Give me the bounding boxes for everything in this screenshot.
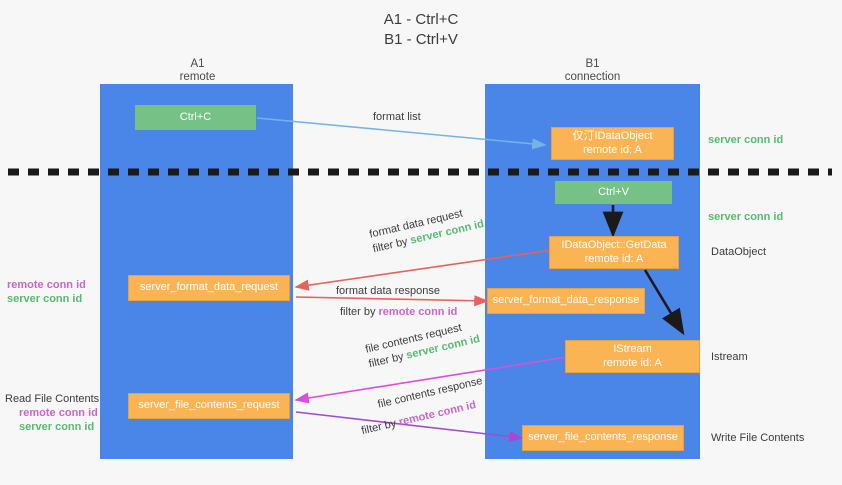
column-header-b1-name: B1 xyxy=(585,58,600,70)
node-idataobject-store-line2: remote id: A xyxy=(583,143,642,156)
filter-value-remote-conn-id: remote conn id xyxy=(378,306,458,318)
annotation-server-conn-id: server conn id xyxy=(7,293,83,305)
annotation-right-server-conn-id-top: server conn id xyxy=(708,134,784,146)
annotation-right-istream: Istream xyxy=(711,351,748,363)
node-server-format-data-response[interactable]: server_format_data_response xyxy=(487,288,645,314)
column-header-a1-sub: remote xyxy=(179,71,216,83)
column-header-b1: B1 connection xyxy=(535,58,650,84)
edge-label-file-contents-request: file contents request filter by server c… xyxy=(364,317,482,372)
node-server-file-contents-request[interactable]: server_file_contents_request xyxy=(128,393,290,419)
column-header-b1-sub: connection xyxy=(564,71,621,83)
title-line-2: B1 - Ctrl+V xyxy=(384,31,458,48)
node-idataobject-getdata[interactable]: IDataObject::GetData remote id: A xyxy=(549,236,679,269)
edge-label-format-list: format list xyxy=(373,111,421,123)
column-header-a1-name: A1 xyxy=(190,58,205,70)
annotation-right-server-conn-id-mid: server conn id xyxy=(708,211,784,223)
title-line-1: A1 - Ctrl+C xyxy=(383,11,459,28)
annotation-conn-ids-format: remote conn id server conn id xyxy=(7,278,86,306)
annotation-remote-conn-id: remote conn id xyxy=(19,407,98,419)
node-server-format-data-request-label: server_format_data_request xyxy=(139,281,279,294)
annotation-right-dataobject: DataObject xyxy=(711,246,767,258)
column-header-a1: A1 remote xyxy=(140,58,255,84)
node-istream-line1: IStream xyxy=(613,343,652,355)
node-istream-line2: remote id: A xyxy=(603,356,662,369)
node-ctrl-c[interactable]: Ctrl+C xyxy=(134,104,257,131)
filter-prefix: filter by xyxy=(340,306,379,318)
node-server-format-data-request[interactable]: server_format_data_request xyxy=(128,275,290,301)
filter-prefix: filter by xyxy=(360,416,401,438)
annotation-server-conn-id: server conn id xyxy=(19,421,95,433)
annotation-read-file-contents-title: Read File Contents xyxy=(5,393,100,405)
node-idataobject-store-line1: 仅汀IDataObject xyxy=(572,130,653,142)
node-istream[interactable]: IStream remote id: A xyxy=(565,340,700,373)
node-server-file-contents-request-label: server_file_contents_request xyxy=(138,399,280,412)
node-ctrl-v-label: Ctrl+V xyxy=(598,185,629,198)
node-server-file-contents-response[interactable]: server_file_contents_response xyxy=(522,425,684,451)
page-title: A1 - Ctrl+C B1 - Ctrl+V xyxy=(0,10,842,50)
edge-label-file-contents-response: file contents response filter by remote … xyxy=(355,374,489,439)
edge-label-format-data-response: format data response filter by remote co… xyxy=(336,284,457,320)
annotation-remote-conn-id: remote conn id xyxy=(7,279,86,291)
annotation-right-write-file-contents: Write File Contents xyxy=(711,432,805,444)
node-server-file-contents-response-label: server_file_contents_response xyxy=(528,431,678,444)
edge-label-format-data-response-line1: format data response xyxy=(336,285,440,297)
node-idataobject-getdata-line1: IDataObject::GetData xyxy=(561,239,667,251)
edge-label-format-data-request: format data request filter by server con… xyxy=(368,202,486,257)
node-server-format-data-response-label: server_format_data_response xyxy=(492,294,640,307)
annotation-read-file-contents: Read File Contents remote conn id server… xyxy=(5,392,99,434)
node-idataobject-getdata-line2: remote id: A xyxy=(584,252,644,265)
node-ctrl-c-label: Ctrl+C xyxy=(179,110,212,123)
edge-label-format-data-response-filter: filter by remote conn id xyxy=(340,305,457,320)
node-idataobject-store[interactable]: 仅汀IDataObject remote id: A xyxy=(551,127,674,160)
node-ctrl-v[interactable]: Ctrl+V xyxy=(554,180,673,205)
